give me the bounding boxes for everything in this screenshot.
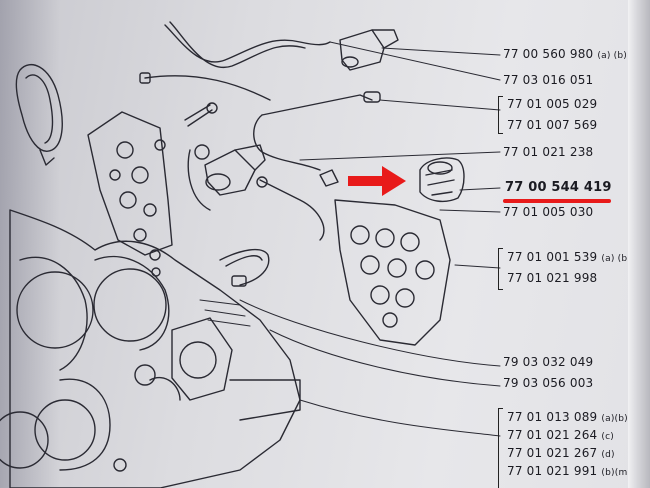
part-number-15: 77 01 021 991 (b)(m)	[507, 464, 632, 478]
part-number-13: 77 01 021 264 (c)	[507, 428, 614, 442]
part-number-highlighted: 77 00 544 419	[505, 180, 612, 195]
part-number-9: 77 01 021 998	[507, 271, 598, 285]
part-number-3: 77 01 005 029	[507, 97, 598, 111]
circuit-board-right	[334, 199, 451, 346]
part-number-5: 77 01 021 238	[503, 145, 594, 159]
clamp-ring	[15, 64, 63, 152]
part-number-7: 77 01 005 030	[503, 205, 594, 219]
cable-top	[164, 24, 331, 63]
page-edge	[628, 0, 650, 488]
red-arrow-icon	[348, 166, 406, 196]
part-number-8: 77 01 001 539 (a) (b)(c)	[507, 250, 644, 264]
part-number-1: 77 00 560 980 (a) (b)	[503, 47, 627, 61]
part-number-14: 77 01 021 267 (d)	[507, 446, 615, 460]
screw	[184, 104, 213, 127]
highlight-underline	[503, 199, 611, 203]
bracket-3	[498, 408, 503, 488]
socket-top	[339, 29, 385, 71]
part-number-12: 77 01 013 089 (a)(b)	[507, 410, 628, 424]
part-number-2: 77 03 016 051	[503, 73, 594, 87]
bulb-holder	[204, 149, 256, 196]
part-number-11: 79 03 056 003	[503, 376, 594, 390]
bracket-2	[498, 248, 503, 290]
lamp-socket	[419, 157, 465, 203]
circuit-board-left	[87, 111, 173, 256]
part-number-4: 77 01 007 569	[507, 118, 598, 132]
bracket-1	[498, 96, 503, 134]
part-number-10: 79 03 032 049	[503, 355, 594, 369]
